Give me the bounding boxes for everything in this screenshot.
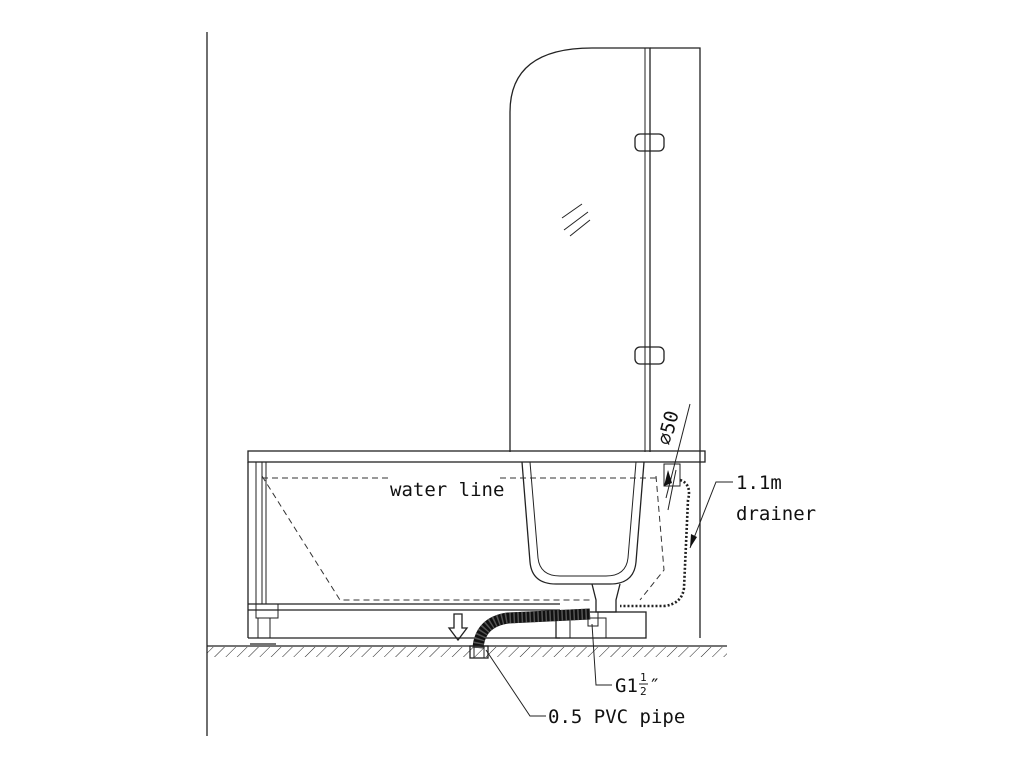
thread-size-label: G1 1 2 ″	[615, 671, 660, 698]
flow-arrow-icon	[447, 613, 469, 642]
water-line: water line	[262, 477, 656, 501]
diameter-label: ⌀50	[654, 408, 684, 447]
leader-lines	[485, 481, 733, 717]
floor	[207, 645, 727, 657]
hinge-bottom	[634, 346, 665, 365]
glass-shower-screen	[509, 47, 701, 638]
bathtub	[247, 450, 706, 645]
pvc-pipe	[469, 608, 591, 659]
water-line-label: water line	[390, 479, 504, 501]
thread-denominator: 2	[640, 685, 647, 698]
hinge-top	[634, 133, 665, 152]
drainer-hose	[620, 463, 691, 608]
pvc-pipe-label: 0.5 PVC pipe	[548, 706, 685, 728]
thread-prefix: G1	[615, 675, 638, 697]
thread-numerator: 1	[640, 671, 647, 684]
thread-suffix: ″	[649, 675, 660, 697]
drainer-label: drainer	[736, 503, 816, 525]
drainer-length-label: 1.1m	[736, 472, 782, 494]
waste-trap	[555, 583, 647, 639]
